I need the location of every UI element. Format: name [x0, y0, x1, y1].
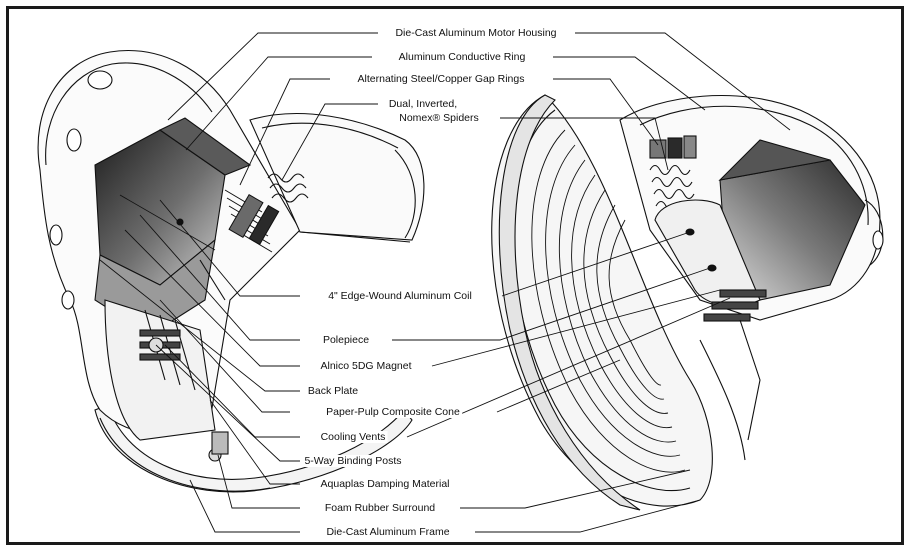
- right-cooling-vents: [703, 289, 767, 322]
- leader-frame: [189, 479, 300, 533]
- right-surround: [498, 94, 641, 511]
- left-cone: [249, 113, 425, 241]
- label-polepiece: Polepiece: [320, 334, 372, 346]
- label-gap-rings: Alternating Steel/Copper Gap Rings: [355, 73, 527, 85]
- label-frame: Die-Cast Aluminum Frame: [324, 526, 452, 538]
- leader-back-plate: [99, 259, 300, 392]
- leader-conductive-ring: [185, 56, 372, 151]
- label-binding-posts: 5-Way Binding Posts: [302, 455, 404, 467]
- label-magnet: Alnico 5DG Magnet: [318, 360, 414, 372]
- label-spiders-line2: Nomex® Spiders: [397, 112, 481, 124]
- leader-damping: [209, 399, 300, 485]
- leader-gap-rings: [239, 78, 330, 186]
- left-speaker-drawing: [37, 50, 425, 493]
- label-motor-housing: Die-Cast Aluminum Motor Housing: [393, 27, 559, 39]
- label-back-plate: Back Plate: [305, 385, 361, 397]
- leader-cone: [159, 299, 290, 413]
- leader-spiders: [281, 103, 378, 181]
- leader-polepiece: [139, 214, 300, 341]
- leader-surround: [217, 454, 300, 509]
- leader-motor-housing: [167, 32, 378, 121]
- left-spiders: [267, 173, 309, 203]
- leader-lines: [99, 32, 791, 533]
- label-surround: Foam Rubber Surround: [322, 502, 438, 514]
- label-conductive-ring: Aluminum Conductive Ring: [396, 51, 528, 63]
- right-cone-rings: [531, 129, 686, 473]
- label-damping: Aquaplas Damping Material: [318, 478, 452, 490]
- leader-coil: [159, 199, 300, 297]
- right-speaker-drawing: [491, 94, 884, 511]
- label-cooling-vents: Cooling Vents: [318, 431, 388, 443]
- leader-binding-posts: [155, 344, 300, 462]
- leader-magnet: [124, 229, 300, 367]
- label-coil: 4" Edge-Wound Aluminum Coil: [326, 290, 474, 302]
- label-cone: Paper-Pulp Composite Cone: [324, 406, 462, 418]
- label-spiders-line1: Dual, Inverted,: [386, 98, 460, 110]
- right-coil: [654, 199, 761, 307]
- left-gap-rings: [224, 189, 280, 253]
